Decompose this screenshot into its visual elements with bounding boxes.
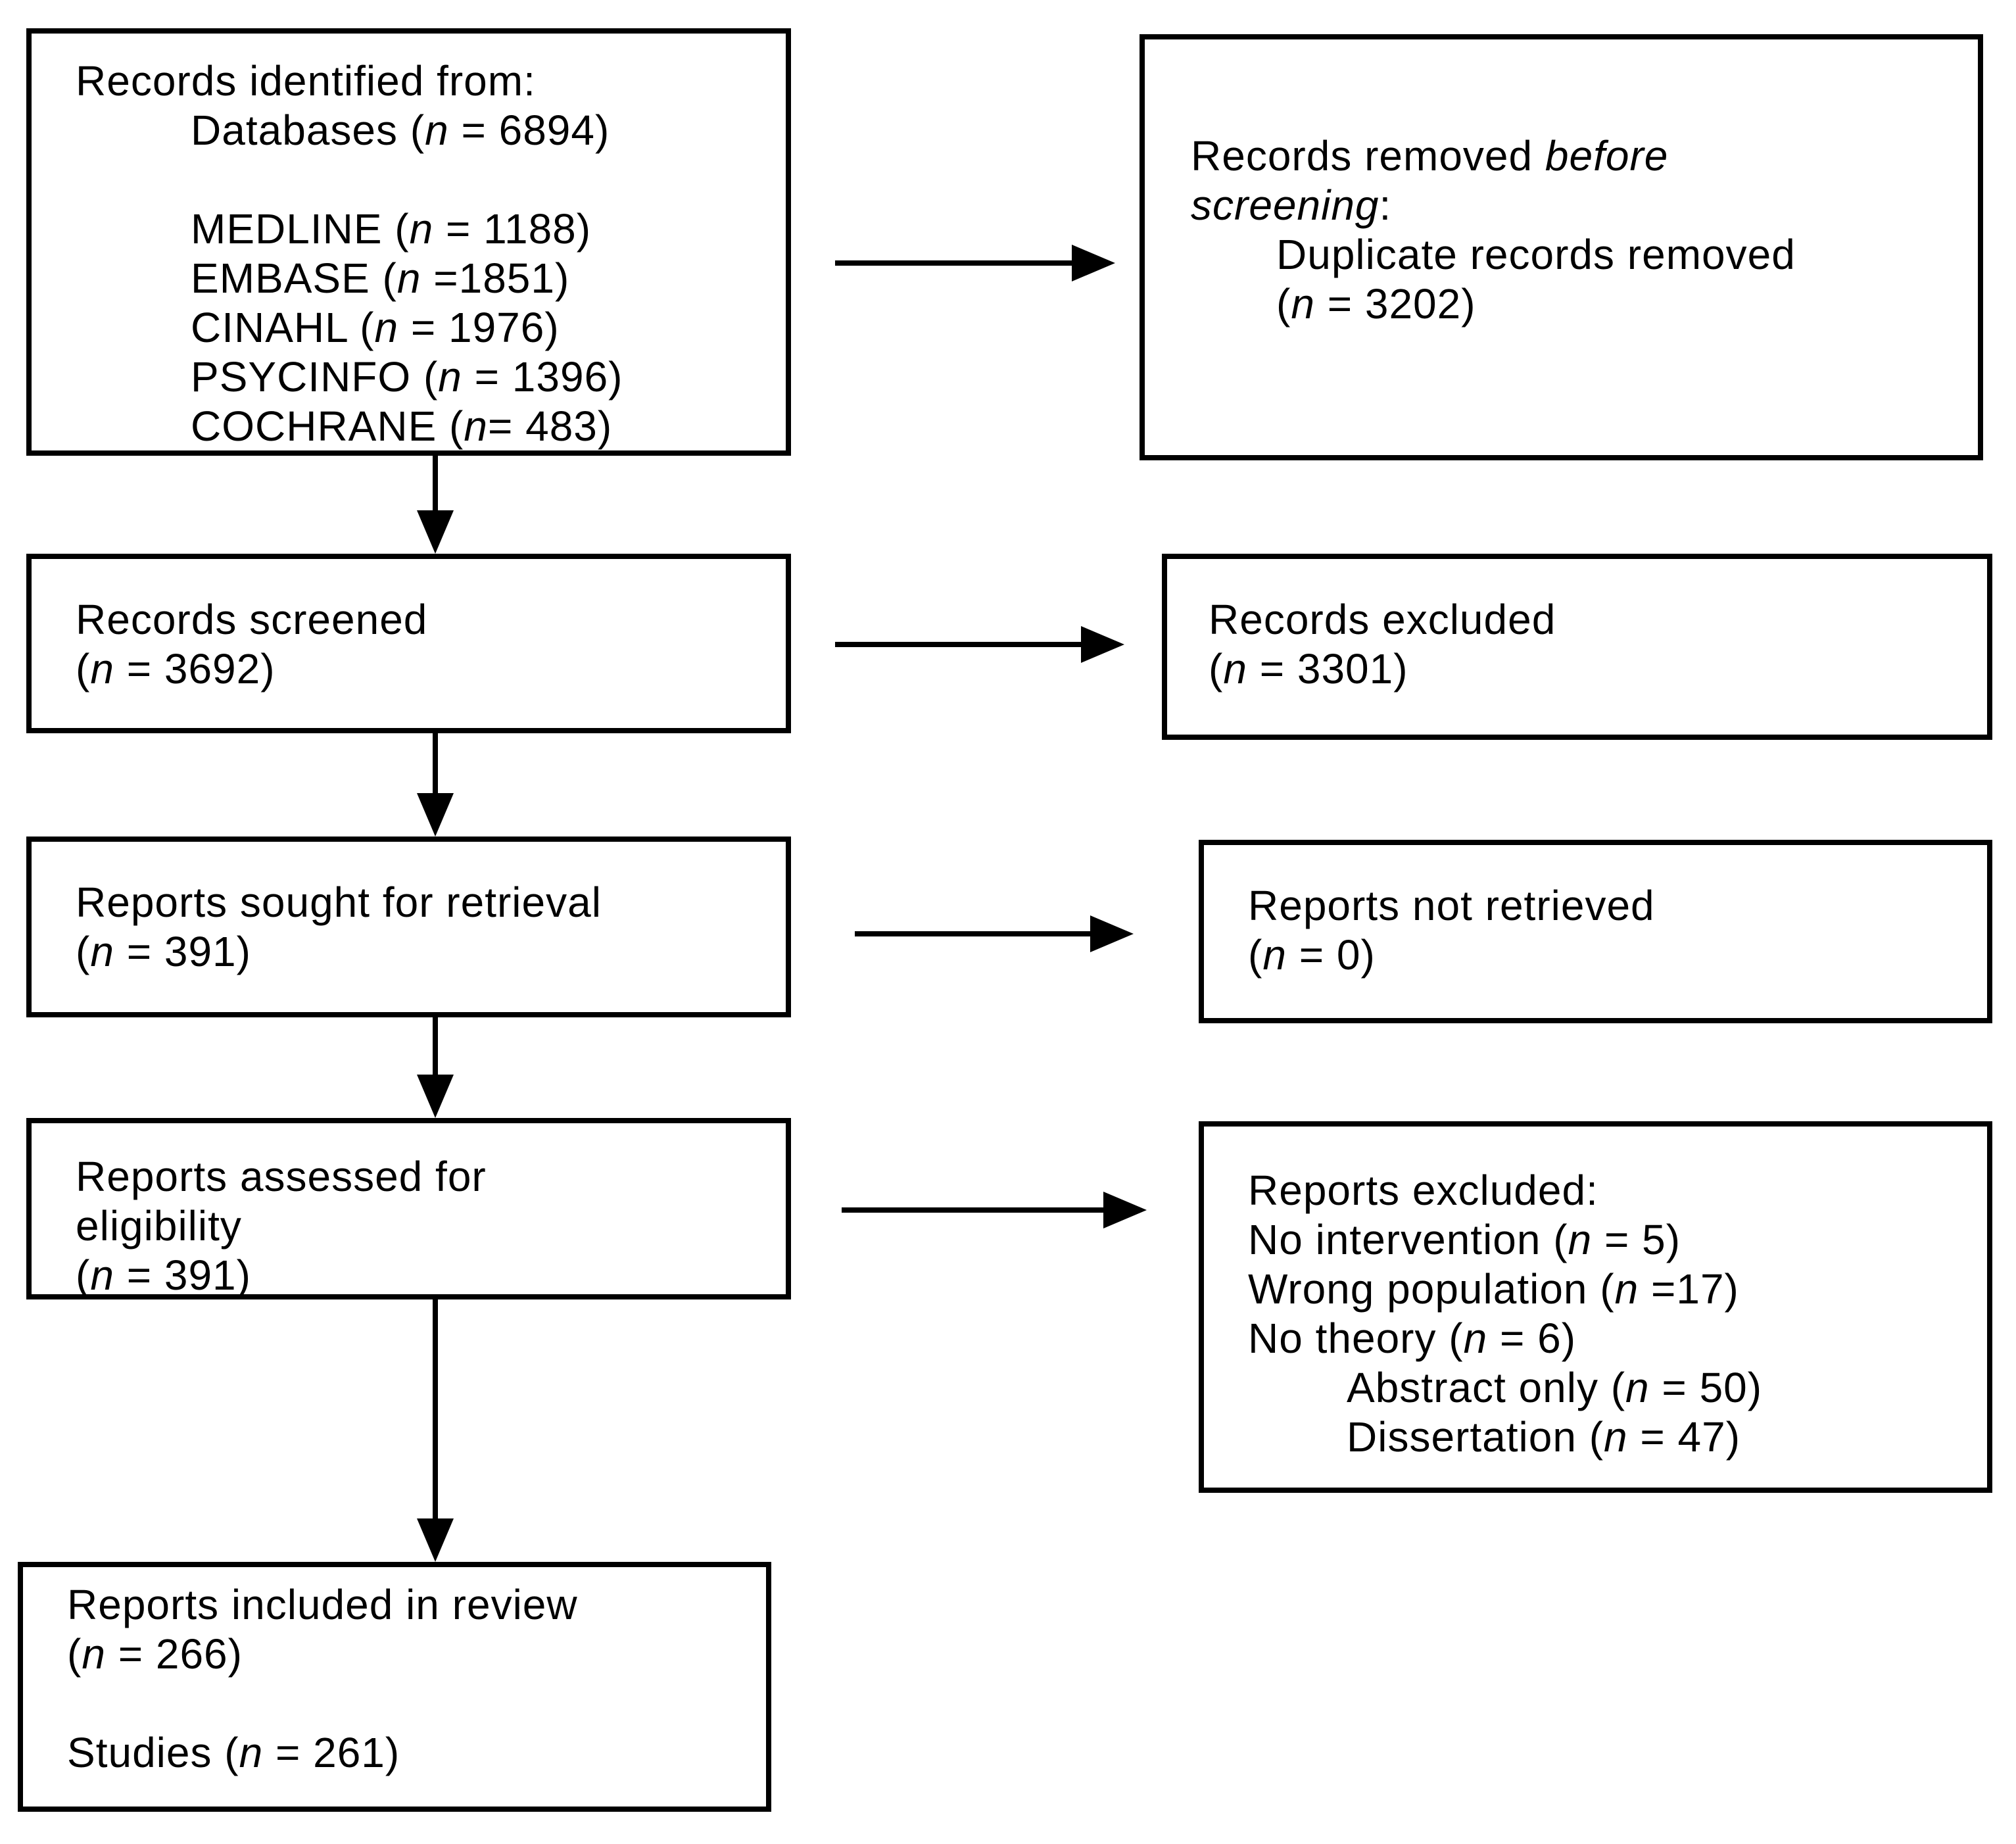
text-line: Studies (n = 261) — [67, 1729, 400, 1776]
arrow-head-down-icon — [417, 510, 454, 554]
text-line: No intervention (n = 5) — [1248, 1216, 1681, 1263]
arrow-line — [855, 931, 1093, 936]
text-line: MEDLINE (n = 1188) — [191, 205, 592, 253]
box-reports-excluded: Reports excluded:No intervention (n = 5)… — [1199, 1121, 1992, 1493]
text-line: Records screened — [76, 596, 428, 643]
arrow-head-down-icon — [417, 1075, 454, 1118]
text-line: Reports assessed for — [76, 1153, 487, 1200]
text-line: (n = 3692) — [76, 645, 276, 692]
text-line: EMBASE (n =1851) — [191, 255, 570, 302]
text-line — [76, 155, 779, 205]
arrow-line — [842, 1207, 1106, 1213]
text-line: eligibility — [76, 1202, 242, 1250]
text-line — [67, 1679, 759, 1728]
text-line: Records identified from: — [76, 57, 536, 105]
text-line: Duplicate records removed — [1276, 231, 1796, 278]
arrow-line — [433, 733, 438, 796]
box-records-excluded: Records excluded(n = 3301) — [1162, 554, 1992, 740]
text-line: (n = 266) — [67, 1630, 243, 1678]
text-line: Reports sought for retrieval — [76, 879, 602, 926]
text-line: Records excluded — [1209, 596, 1556, 643]
text-line: No theory (n = 6) — [1248, 1315, 1576, 1362]
arrow-head-down-icon — [417, 1518, 454, 1562]
text-line: CINAHL (n = 1976) — [191, 304, 560, 351]
arrow-head-right-icon — [1081, 626, 1124, 663]
arrow-line — [835, 642, 1084, 647]
arrow-head-right-icon — [1103, 1192, 1147, 1228]
text-line: Abstract only (n = 50) — [1347, 1364, 1763, 1411]
text-line: (n = 0) — [1248, 931, 1376, 979]
text-line: Reports excluded: — [1248, 1167, 1598, 1214]
text-line: Wrong population (n =17) — [1248, 1265, 1739, 1313]
arrow-line — [835, 260, 1074, 266]
text-line: (n = 391) — [76, 1251, 251, 1299]
arrow-head-right-icon — [1090, 915, 1134, 952]
text-line: (n = 391) — [76, 928, 251, 975]
arrow-line — [433, 1017, 438, 1077]
arrow-head-down-icon — [417, 793, 454, 837]
arrow-line — [433, 1299, 438, 1521]
box-records-screened: Records screened(n = 3692) — [26, 554, 791, 733]
text-line: screening: — [1191, 182, 1392, 229]
text-line: (n = 3202) — [1276, 280, 1476, 328]
box-reports-included-in-review: Reports included in review(n = 266) Studi… — [18, 1562, 771, 1812]
box-records-identified: Records identified from:Databases (n = 6… — [26, 28, 791, 456]
text-line: Records removed before — [1191, 132, 1669, 180]
text-line: PSYCINFO (n = 1396) — [191, 353, 623, 400]
text-line: Reports included in review — [67, 1581, 578, 1628]
text-line: Databases (n = 6894) — [191, 107, 610, 154]
text-line: Reports not retrieved — [1248, 882, 1655, 929]
box-reports-not-retrieved: Reports not retrieved(n = 0) — [1199, 840, 1992, 1023]
box-reports-sought-for-retrieval: Reports sought for retrieval(n = 391) — [26, 837, 791, 1017]
text-line: (n = 3301) — [1209, 645, 1408, 692]
arrow-line — [433, 456, 438, 515]
arrow-head-right-icon — [1072, 245, 1115, 281]
text-line: COCHRANE (n= 483) — [191, 402, 613, 450]
text-line: Dissertation (n = 47) — [1347, 1413, 1741, 1461]
